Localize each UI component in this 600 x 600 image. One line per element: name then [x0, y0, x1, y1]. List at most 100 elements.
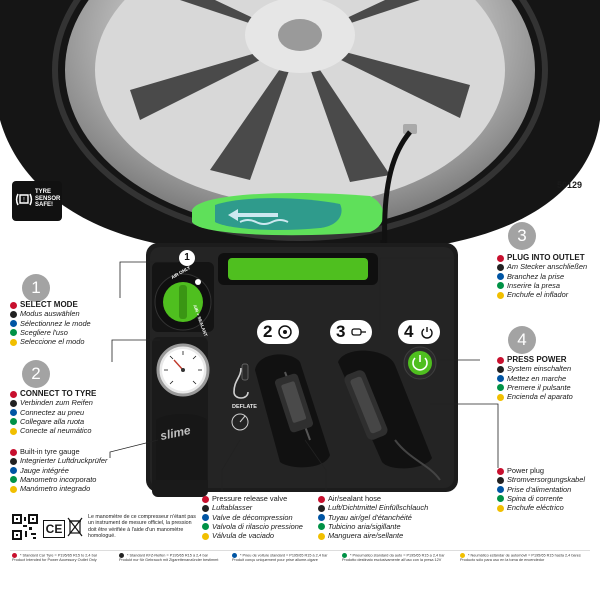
spain-flag-icon: [460, 553, 465, 558]
gauge-item-fr: Jauge intégrée: [10, 466, 108, 475]
tyre-sensor-text: TYRE SENSOR SAFE!: [35, 189, 60, 209]
spain-flag-icon: [10, 427, 17, 435]
device-step-4-badge: 4: [398, 320, 440, 344]
france-flag-icon: [10, 320, 17, 328]
step-4-item-it: Premere il pulsante: [497, 383, 573, 392]
germany-flag-icon: [10, 457, 17, 465]
step-1-item-es: Seleccione el modo: [10, 337, 91, 346]
germany-flag-icon: [10, 310, 17, 318]
italy-flag-icon: [497, 384, 504, 392]
step-4-circle: 4: [508, 326, 536, 354]
uk-flag-icon: [497, 356, 504, 364]
step-3-item-fr: Branchez la prise: [497, 272, 587, 281]
footnote-de: * Standard KFZ-Reifen = P195/65 R15 à 2,…: [119, 553, 219, 563]
hose-item-it: Tubicino aria/sigillante: [318, 522, 428, 531]
france-flag-icon: [497, 273, 504, 281]
step-2-item-de: Verbinden zum Reifen: [10, 398, 96, 407]
deflate-item-es: Válvula de vaciado: [202, 531, 303, 540]
product-code: 50129: [557, 180, 583, 190]
france-flag-icon: [10, 409, 17, 417]
step-4-list: PRESS POWER System einschalten Mettez en…: [497, 355, 573, 401]
step-2-item-es: Conecte al neumático: [10, 426, 96, 435]
italy-flag-icon: [318, 523, 325, 531]
step-3-item-it: Inserire la presa: [497, 281, 587, 290]
step-3-item-de: Am Stecker anschließen: [497, 262, 587, 271]
wheel-illustration: [0, 0, 600, 250]
uk-flag-icon: [10, 448, 17, 456]
step-3-item-en: PLUG INTO OUTLET: [497, 253, 587, 262]
spain-flag-icon: [497, 291, 504, 299]
footnote-divider: [10, 550, 590, 551]
step-3-circle: 3: [508, 222, 536, 250]
badge-line3: SAFE!: [35, 202, 53, 209]
italy-flag-icon: [202, 523, 209, 531]
power-item-it: Spina di corrente: [497, 494, 585, 503]
france-flag-icon: [10, 467, 17, 475]
power-item-de: Stromversorgungskabel: [497, 475, 585, 484]
step-2-item-en: CONNECT TO TYRE: [10, 389, 96, 398]
deflate-item-it: Valvola di rilascio pressione: [202, 522, 303, 531]
qr-code-icon: [12, 514, 38, 540]
step-4-item-fr: Mettez en marche: [497, 374, 573, 383]
germany-flag-icon: [497, 365, 504, 373]
spain-flag-icon: [202, 532, 209, 540]
footnote-it: * Pneumatico standard da auto = P195/65 …: [342, 553, 445, 563]
step-1-item-fr: Sélectionnez le mode: [10, 319, 91, 328]
device-step-4-number: 4: [404, 322, 414, 341]
power-item-fr: Prise d'alimentation: [497, 485, 585, 494]
footnote-en: * Standard Car Tyre = P195/65 R15 to 2,4…: [12, 553, 98, 563]
step-4-item-es: Encienda el aparato: [497, 392, 573, 401]
spain-flag-icon: [10, 338, 17, 346]
step-1-circle: 1: [22, 274, 50, 302]
uk-flag-icon: [497, 254, 504, 262]
step-2-circle: 2: [22, 360, 50, 388]
hose-item-de: Luft/Dichtmittel Einfüllschlauch: [318, 503, 428, 512]
hose-item-en: Air/sealant hose: [318, 494, 428, 503]
step-2-item-it: Collegare alla ruota: [10, 417, 96, 426]
france-flag-icon: [497, 375, 504, 383]
power-callout-list: Power plug Stromversorgungskabel Prise d…: [497, 466, 585, 512]
step-1-item-it: Scegliere l'uso: [10, 328, 91, 337]
uk-flag-icon: [318, 495, 325, 503]
device-step-2-number: 2: [263, 322, 273, 341]
uk-flag-icon: [12, 553, 17, 558]
step-1-list: SELECT MODE Modus auswählen Sélectionnez…: [10, 300, 91, 346]
italy-flag-icon: [497, 282, 504, 290]
weee-bin-icon: [67, 517, 83, 537]
device-step-3-number: 3: [336, 322, 346, 341]
deflate-item-fr: Valve de décompression: [202, 513, 303, 522]
hose-item-es: Manguera aire/sellante: [318, 531, 428, 540]
germany-flag-icon: [10, 399, 17, 407]
spain-flag-icon: [10, 485, 17, 493]
power-item-en: Power plug: [497, 466, 585, 475]
ce-mark: CE: [43, 520, 65, 538]
spain-flag-icon: [497, 393, 504, 401]
italy-flag-icon: [10, 418, 17, 426]
italy-flag-icon: [342, 553, 347, 558]
wheel-icon: [278, 325, 292, 339]
uk-flag-icon: [497, 467, 504, 475]
uk-flag-icon: [10, 301, 17, 309]
plug-icon: [351, 328, 366, 336]
gauge-item-de: Integrierter Luftdruckprüfer: [10, 456, 108, 465]
gauge-item-es: Manómetro integrado: [10, 484, 108, 493]
hose-item-fr: Tuyau air/gel d'étanchéité: [318, 513, 428, 522]
device-step-3-badge: 3: [330, 320, 372, 344]
france-flag-icon: [318, 514, 325, 522]
step-2-item-fr: Connectez au pneu: [10, 408, 96, 417]
deflate-item-de: Luftablasser: [202, 503, 303, 512]
step-1-item-en: SELECT MODE: [10, 300, 91, 309]
step-3-item-es: Enchufe el inflador: [497, 290, 587, 299]
footnote-es: * Neumático estándar de automóvil = P195…: [460, 553, 581, 563]
spain-flag-icon: [318, 532, 325, 540]
deflate-callout-list: Pressure release valve Luftablasser Valv…: [202, 494, 303, 540]
power-item-es: Enchufe eléctrico: [497, 503, 585, 512]
france-flag-icon: [497, 486, 504, 494]
deflate-item-en: Pressure release valve: [202, 494, 303, 503]
spain-flag-icon: [497, 504, 504, 512]
badge-line1: TYRE: [35, 189, 52, 195]
badge-line2: SENSOR: [35, 195, 61, 202]
device-step-2-badge: 2: [257, 320, 299, 344]
